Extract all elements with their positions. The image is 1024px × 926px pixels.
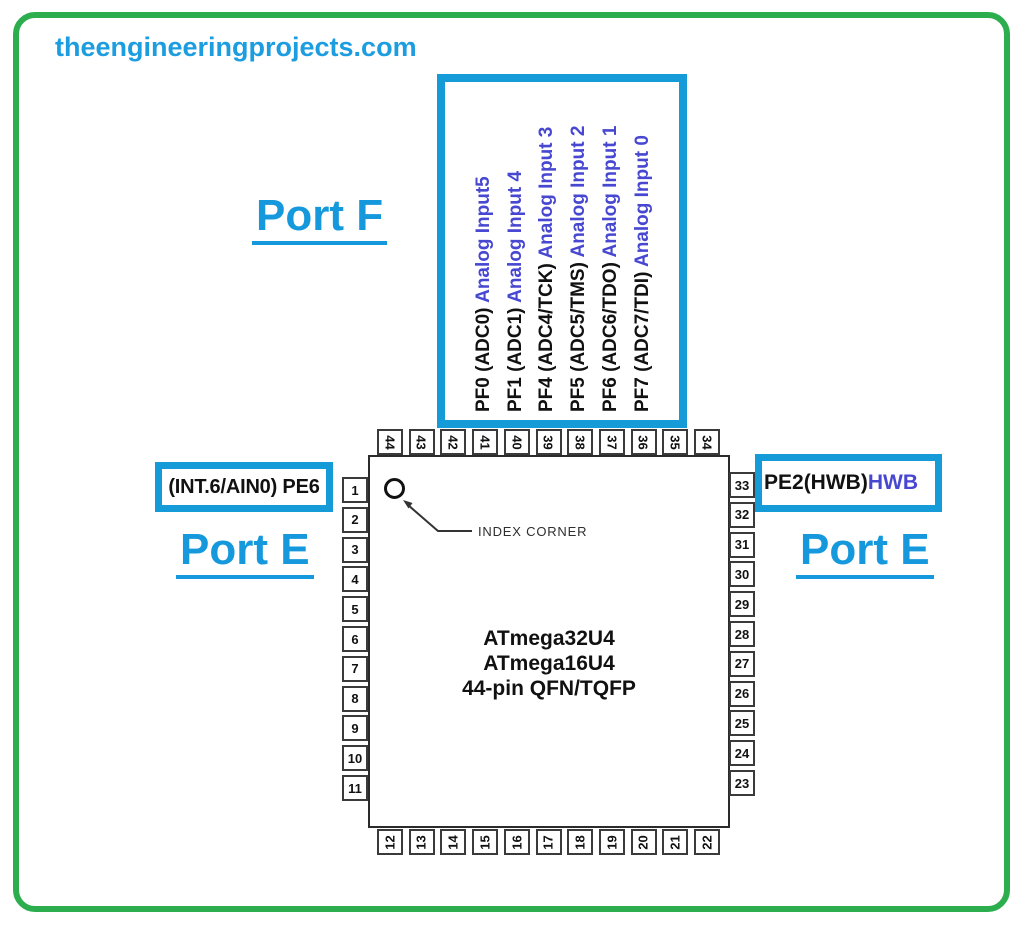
pf0-function: Analog Input5 (473, 176, 494, 303)
pe2-label-box: PE2(HWB) HWB (755, 454, 942, 512)
chip-package: 44-pin QFN/TQFP (462, 677, 636, 700)
pe6-label-box: (INT.6/AIN0) PE6 (155, 462, 333, 512)
pin-43: 43 (408, 429, 435, 455)
pin-26: 26 (729, 680, 755, 707)
pf7-function: Analog Input 0 (631, 135, 653, 268)
chip-title: ATmega32U4 ATmega16U4 44-pin QFN/TQFP (368, 626, 730, 701)
pin-2: 2 (342, 506, 368, 533)
pin-17: 17 (535, 829, 562, 855)
pf6-function: Analog Input 1 (599, 125, 621, 258)
pin-23: 23 (729, 770, 755, 796)
pin-19: 19 (598, 829, 625, 855)
pe2-pin-name: PE2(HWB) (764, 471, 868, 494)
pin-11: 11 (342, 775, 368, 801)
pin-10: 10 (342, 745, 368, 772)
port-f-pin-box: PF0 (ADC0) Analog Input5 PF1 (ADC1) Anal… (437, 74, 687, 428)
pin-22: 22 (694, 829, 720, 855)
pin-21: 21 (662, 829, 689, 855)
pin-41: 41 (472, 429, 499, 455)
pin-36: 36 (630, 429, 657, 455)
pin-24: 24 (729, 740, 755, 767)
pin-39: 39 (535, 429, 562, 455)
pin-5: 5 (342, 596, 368, 623)
pin-34: 34 (694, 429, 720, 455)
pin-6: 6 (342, 626, 368, 652)
pin-15: 15 (472, 829, 499, 855)
pin-1: 1 (342, 477, 368, 503)
pin-25: 25 (729, 710, 755, 737)
pin-30: 30 (729, 561, 755, 588)
pin-32: 32 (729, 501, 755, 528)
chip-name-2: ATmega16U4 (483, 652, 615, 675)
pf5-pin-name: PF5 (ADC5/TMS) (568, 257, 590, 412)
index-corner-dot-icon (384, 478, 405, 499)
pin-4: 4 (342, 566, 368, 593)
pf0-pin-name: PF0 (ADC0) (473, 302, 494, 412)
pin-7: 7 (342, 655, 368, 682)
pf4-function: Analog Input 3 (536, 126, 558, 259)
pf5-function: Analog Input 2 (568, 125, 590, 258)
watermark: theengineeringprojects.com (55, 32, 417, 62)
port-e-left-title: Port E (176, 525, 314, 580)
pin-12: 12 (377, 829, 403, 855)
pin-14: 14 (440, 829, 467, 855)
pe6-pin-label: (INT.6/AIN0) PE6 (168, 475, 320, 498)
portf-label-pf7: PF7 (ADC7/TDI) Analog Input 0 (632, 135, 654, 412)
portf-label-pf0: PF0 (ADC0) Analog Input5 (473, 176, 495, 412)
pin-33: 33 (729, 472, 755, 498)
port-f-title: Port F (252, 191, 388, 246)
pin-18: 18 (567, 829, 594, 855)
pin-20: 20 (630, 829, 657, 855)
port-e-right-title: Port E (796, 525, 934, 580)
pf6-pin-name: PF6 (ADC6/TDO) (599, 257, 621, 412)
pin-37: 37 (598, 429, 625, 455)
pin-3: 3 (342, 536, 368, 563)
pin-31: 31 (729, 531, 755, 558)
pf1-pin-name: PF1 (ADC1) (504, 302, 526, 412)
pf4-pin-name: PF4 (ADC4/TCK) (536, 258, 558, 412)
pin-8: 8 (342, 685, 368, 712)
pin-44: 44 (377, 429, 403, 455)
portf-label-pf4: PF4 (ADC4/TCK) Analog Input 3 (536, 127, 558, 412)
portf-label-pf6: PF6 (ADC6/TDO) Analog Input 1 (600, 126, 622, 412)
pin-28: 28 (729, 621, 755, 647)
index-corner-label: INDEX CORNER (478, 524, 588, 539)
pin-27: 27 (729, 650, 755, 677)
pin-29: 29 (729, 591, 755, 618)
pin-13: 13 (408, 829, 435, 855)
pin-42: 42 (440, 429, 467, 455)
pin-38: 38 (567, 429, 594, 455)
pin-40: 40 (503, 429, 530, 455)
green-border-frame (13, 12, 1010, 912)
pin-9: 9 (342, 715, 368, 742)
pf7-pin-name: PF7 (ADC7/TDI) (631, 267, 653, 412)
pf1-function: Analog Input 4 (504, 170, 526, 303)
pe2-pin-function: HWB (867, 471, 918, 494)
portf-label-pf5: PF5 (ADC5/TMS) Analog Input 2 (568, 126, 590, 412)
pin-16: 16 (503, 829, 530, 855)
chip-name-1: ATmega32U4 (483, 627, 615, 650)
portf-label-pf1: PF1 (ADC1) Analog Input 4 (505, 171, 527, 412)
pin-35: 35 (662, 429, 689, 455)
